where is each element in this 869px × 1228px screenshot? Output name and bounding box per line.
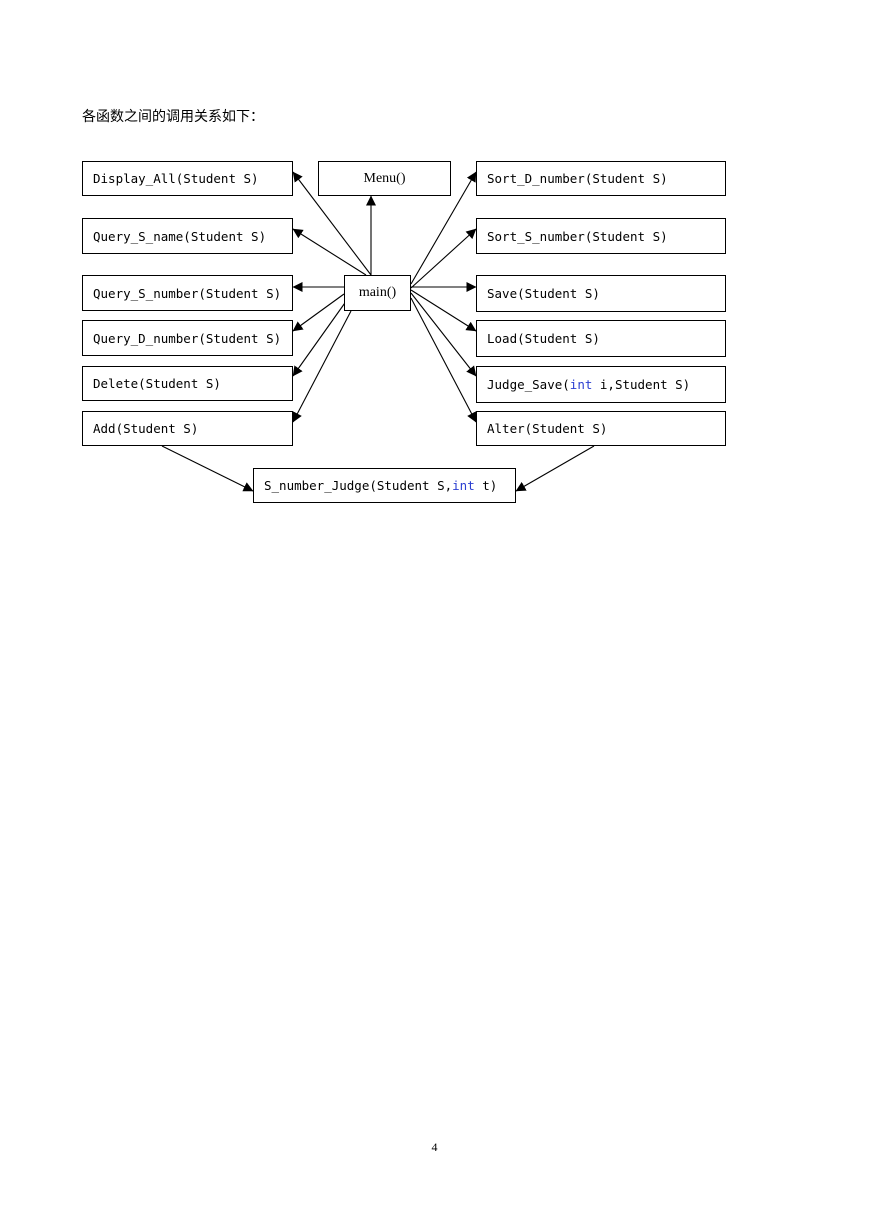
node-sort-d-number: Sort_D_number(Student S) [476,161,726,196]
node-sort-s-number: Sort_S_number(Student S) [476,218,726,254]
node-s-number-judge: S_number_Judge(Student S,int t) [253,468,516,503]
node-add: Add(Student S) [82,411,293,446]
node-load: Load(Student S) [476,320,726,357]
edge-main-to-sort-d-number [410,171,477,285]
node-label: S_number_Judge(Student S,int t) [264,478,497,493]
label-suffix: t) [474,478,498,493]
intro-text: 各函数之间的调用关系如下： [82,109,264,125]
node-label: Sort_S_number(Student S) [487,228,668,244]
node-label: Query_S_name(Student S) [93,228,267,244]
keyword-int: int [452,478,475,493]
node-label: Load(Student S) [487,331,600,346]
node-label: Judge_Save(int i,Student S) [487,377,690,392]
edge-main-to-alter [410,297,477,423]
edge-main-to-query-s-name [292,228,367,276]
edge-main-to-display-all [292,171,372,276]
node-main: main() [344,275,411,311]
node-label: Display_All(Student S) [93,171,259,186]
label-suffix: i,Student S) [592,377,691,392]
node-label: Add(Student S) [93,421,199,436]
node-menu: Menu() [318,161,451,196]
node-label: Query_D_number(Student S) [93,330,282,346]
edge-main-to-sort-s-number [410,228,477,289]
node-label: main() [358,285,397,300]
keyword-int: int [569,377,593,392]
edge-main-to-judge-save [410,292,477,377]
node-query-s-number: Query_S_number(Student S) [82,275,293,311]
edge-main-to-delete [292,299,348,377]
node-query-s-name: Query_S_name(Student S) [82,218,293,254]
node-label: Delete(Student S) [93,376,221,391]
edge-main-to-load [410,289,477,332]
edge-add-to-s-number-judge [161,445,254,492]
node-save: Save(Student S) [476,275,726,312]
edge-main-to-add [292,310,352,423]
node-label: Save(Student S) [487,286,600,301]
node-display-all: Display_All(Student S) [82,161,293,196]
edge-main-to-query-d-number [292,293,345,332]
edge-alter-to-s-number-judge [515,445,595,492]
label-prefix: S_number_Judge(Student S, [264,478,453,493]
label-prefix: Judge_Save( [487,377,570,392]
node-label: Query_S_number(Student S) [93,285,282,301]
node-alter: Alter(Student S) [476,411,726,446]
node-query-d-number: Query_D_number(Student S) [82,320,293,356]
node-label: Alter(Student S) [487,421,608,436]
node-delete: Delete(Student S) [82,366,293,401]
node-judge-save: Judge_Save(int i,Student S) [476,366,726,403]
page-number: 4 [431,1140,438,1154]
node-label: Menu() [363,170,406,186]
node-label: Sort_D_number(Student S) [487,171,668,186]
